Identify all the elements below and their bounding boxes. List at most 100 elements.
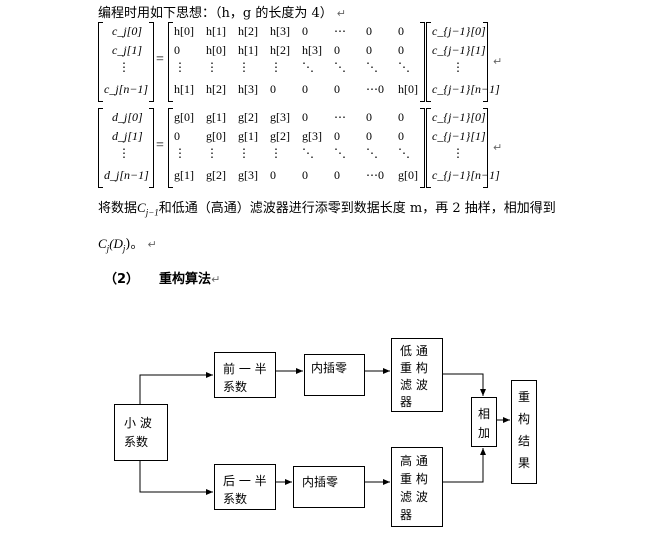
matrix-cell: g[1] <box>174 168 194 182</box>
matrix-cell: 0 <box>270 168 276 182</box>
matrix-cell: h[2] <box>270 43 290 57</box>
matrix-bracket-left <box>168 108 173 188</box>
second-half-coefficients-box: 后 一 半 系数 <box>214 464 276 510</box>
matrix-cell: h[3] <box>238 82 258 96</box>
arrow-to-bottom-split <box>139 460 213 495</box>
rhs-entry: ⋮ <box>452 60 464 74</box>
matrix-cell: ⋯ <box>334 110 346 124</box>
matrix-cell: 0 <box>174 129 180 143</box>
matrix-cell: 0 <box>302 82 308 96</box>
matrix-cell: 0 <box>174 43 180 57</box>
matrix-cell: ⋯0 <box>366 168 384 182</box>
matrix-cell: h[0] <box>398 82 418 96</box>
matrix-cell: 0 <box>334 129 340 143</box>
matrix-cell: ⋮ <box>206 60 218 74</box>
lhs-entry: c_j[0] <box>112 24 142 38</box>
lhs-entry: ⋮ <box>118 60 130 74</box>
matrix-cell: ⋯0 <box>366 82 384 96</box>
matrix-cell: g[3] <box>270 110 290 124</box>
reconstruction-result-box: 重 构 结 果 <box>511 380 537 484</box>
matrix-cell: ⋮ <box>238 60 250 74</box>
matrix-cell: ⋱ <box>334 60 346 74</box>
rhs-entry: c_{j−1}[1] <box>432 43 486 57</box>
matrix-cell: h[0] <box>174 24 194 38</box>
matrix-cell: 0 <box>334 43 340 57</box>
description-line-1: 将数据Cj−1和低通（高通）滤波器进行添零到数据长度 m，再 2 抽样，相加得到 <box>98 200 556 218</box>
matrix-cell: g[2] <box>238 110 258 124</box>
arrow-lowpass-adder <box>443 373 486 396</box>
matrix-cell: ⋱ <box>302 60 314 74</box>
paragraph-mark: ↵ <box>493 141 503 154</box>
matrix-cell: 0 <box>366 24 372 38</box>
rhs-bracket-right <box>483 108 488 188</box>
matrix-cell: g[0] <box>174 110 194 124</box>
intro-text: 编程时用如下思想：（h，g 的长度为 4）↵ <box>98 6 346 21</box>
matrix-cell: 0 <box>366 129 372 143</box>
matrix-cell: 0 <box>398 129 404 143</box>
matrix-cell: ⋮ <box>174 60 186 74</box>
matrix-cell: 0 <box>366 43 372 57</box>
rhs-entry: c_{j−1}[1] <box>432 129 486 143</box>
rhs-entry: ⋮ <box>452 146 464 160</box>
lhs-entry: ⋮ <box>118 146 130 160</box>
matrix-cell: h[1] <box>238 43 258 57</box>
matrix-cell: 0 <box>398 24 404 38</box>
matrix-cell: ⋱ <box>366 146 378 160</box>
paragraph-mark: ↵ <box>493 55 503 68</box>
matrix-cell: 0 <box>270 82 276 96</box>
lhs-bracket-left <box>98 22 103 102</box>
matrix-cell: h[3] <box>270 24 290 38</box>
matrix-cell: ⋮ <box>238 146 250 160</box>
matrix-cell: ⋱ <box>366 60 378 74</box>
paragraph-mark: ↵ <box>336 7 346 20</box>
matrix-cell: g[2] <box>270 129 290 143</box>
matrix-cell: g[1] <box>206 110 226 124</box>
matrix-cell: 0 <box>398 43 404 57</box>
matrix-cell: g[0] <box>398 168 418 182</box>
arrow-to-top-split <box>139 372 213 410</box>
lhs-bracket-right <box>149 108 154 188</box>
matrix-cell: h[1] <box>174 82 194 96</box>
lhs-entry: d_j[n−1] <box>104 168 149 182</box>
matrix-cell: 0 <box>302 168 308 182</box>
matrix-cell: ⋱ <box>302 146 314 160</box>
paragraph-mark: ↵ <box>147 238 157 251</box>
matrix-cell: g[3] <box>302 129 322 143</box>
matrix-bracket-right <box>420 22 425 102</box>
section-number: （2） <box>104 272 140 287</box>
matrix-bracket-left <box>168 22 173 102</box>
section-title: 重构算法 <box>159 272 212 287</box>
matrix-cell: ⋮ <box>174 146 186 160</box>
matrix-cell: h[2] <box>238 24 258 38</box>
matrix-cell: h[3] <box>302 43 322 57</box>
bottom-zero-interpolation-box: 内插零 <box>293 466 365 508</box>
adder-box: 相 加 <box>471 397 497 447</box>
top-zero-interpolation-box: 内插零 <box>304 354 365 396</box>
rhs-bracket-left <box>426 108 431 188</box>
rhs-entry: c_{j−1}[0] <box>432 110 486 124</box>
lhs-entry: d_j[0] <box>112 110 143 124</box>
rhs-bracket-left <box>426 22 431 102</box>
matrix-cell: 0 <box>366 110 372 124</box>
matrix-cell: 0 <box>334 168 340 182</box>
rhs-bracket-right <box>483 22 488 102</box>
rhs-entry: c_{j−1}[n−1] <box>432 168 500 182</box>
lhs-entry: d_j[1] <box>112 129 143 143</box>
lowpass-reconstruction-filter-box: 低 通 重 构 滤 波 器 <box>391 338 443 412</box>
highpass-reconstruction-filter-box: 高 通 重 构 滤 波 器 <box>391 447 443 527</box>
matrix-cell: g[0] <box>206 129 226 143</box>
description-line-2: Cj(Dj)。↵ <box>98 236 157 254</box>
matrix-cell: g[2] <box>206 168 226 182</box>
rhs-entry: c_{j−1}[0] <box>432 24 486 38</box>
wavelet-coefficients-box: 小 波 系数 <box>114 404 168 461</box>
matrix-cell: ⋮ <box>206 146 218 160</box>
matrix-cell: ⋱ <box>398 60 410 74</box>
lhs-bracket-right <box>149 22 154 102</box>
matrix-cell: ⋮ <box>270 146 282 160</box>
matrix-cell: h[2] <box>206 82 226 96</box>
matrix-cell: ⋯ <box>334 24 346 38</box>
rhs-entry: c_{j−1}[n−1] <box>432 82 500 96</box>
matrix-cell: ⋱ <box>398 146 410 160</box>
matrix-cell: 0 <box>334 82 340 96</box>
